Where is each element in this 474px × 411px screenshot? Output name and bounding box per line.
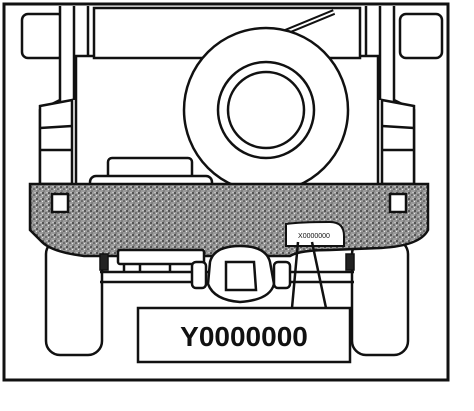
tail-lights bbox=[38, 98, 416, 186]
left-tail-light bbox=[38, 98, 74, 186]
left-mirror bbox=[20, 12, 66, 60]
callout-text: Y0000000 bbox=[180, 321, 308, 352]
bumper-reflectors bbox=[50, 192, 408, 214]
rear-axle bbox=[100, 244, 354, 304]
rear-bumper bbox=[28, 182, 430, 258]
right-tail-light bbox=[380, 98, 416, 186]
vin-plate bbox=[285, 220, 345, 247]
rear-tires bbox=[44, 238, 410, 357]
vin-plate-text: X0000000 bbox=[298, 233, 330, 240]
callout-box bbox=[136, 306, 352, 364]
callout-leader bbox=[290, 241, 328, 309]
suspension-mounts bbox=[99, 253, 355, 271]
spare-wheel bbox=[182, 26, 350, 194]
right-tire bbox=[350, 238, 410, 357]
right-mirror bbox=[398, 12, 444, 60]
